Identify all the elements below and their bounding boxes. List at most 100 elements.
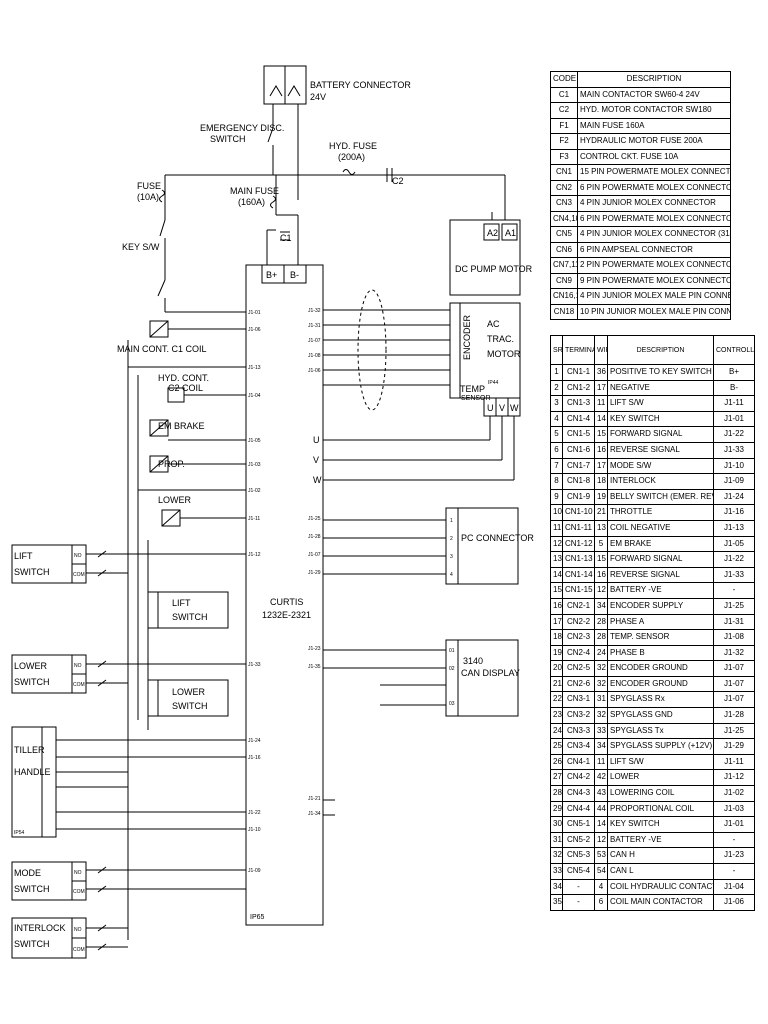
term-description-cell: SPYGLASS GND — [607, 707, 714, 724]
controller-pin-label: J1-34 — [308, 811, 321, 817]
pc-connector-box — [457, 507, 519, 585]
controller-ip-rating: IP65 — [250, 914, 265, 921]
wire-no-cell: 11 — [594, 395, 608, 412]
term-description-cell: CAN H — [607, 847, 714, 864]
b-plus-label: B+ — [266, 270, 277, 280]
term-description-cell: REVERSE SIGNAL — [607, 566, 714, 584]
term-description-cell: FORWARD SIGNAL — [607, 551, 714, 568]
termination-cell: CN5-2 — [562, 831, 595, 849]
sr-no-cell: 11 — [550, 519, 563, 537]
controller-pin-label: J1-22 — [248, 810, 261, 816]
wire-no-cell: 5 — [594, 535, 608, 553]
mode-com-label: COM — [73, 889, 85, 895]
wire-no-cell: 12 — [594, 582, 608, 599]
controller-pin-label: J1-29 — [308, 570, 321, 576]
controller-pin-label: J1-06 — [308, 368, 321, 374]
interlock-no-label: NO — [74, 927, 82, 933]
termination-cell: CN5-3 — [562, 847, 595, 864]
termination-cell: CN2-1 — [562, 597, 595, 615]
emergency-disc-label-2: SWITCH — [210, 134, 246, 144]
description-cell: 6 PIN AMPSEAL CONNECTOR — [577, 241, 731, 258]
lower-coil-label: LOWER — [158, 495, 192, 505]
key-switch-label: KEY S/W — [122, 242, 160, 252]
lower-switch-label-2: SWITCH — [14, 677, 50, 687]
sr-no-cell: 21 — [550, 675, 563, 693]
controller-pin-cell: J1-25 — [713, 597, 755, 615]
termination-cell: CN3-2 — [562, 707, 595, 724]
code-cell: CN4,10 — [550, 210, 578, 227]
b-minus-label: B- — [290, 270, 299, 280]
wire-no-cell: 34 — [594, 738, 608, 755]
controller-pin-label: J1-05 — [248, 438, 261, 444]
termination-cell: CN2-2 — [562, 613, 595, 631]
sr-no-cell: 35 — [550, 894, 563, 911]
termination-cell: CN1-3 — [562, 395, 595, 412]
termination-cell: CN2-3 — [562, 629, 595, 646]
tiller-ip-rating: IP54 — [14, 830, 25, 836]
termination-cell: CN1-2 — [562, 379, 595, 397]
wire-no-cell: 13 — [594, 519, 608, 537]
sr-no-cell: 1 — [550, 364, 563, 381]
sr-no-cell: 4 — [550, 410, 563, 428]
tiller-label-1: TILLER — [14, 745, 45, 755]
description-cell: 15 PIN POWERMATE MOLEX CONNECTOR — [577, 164, 731, 181]
sr-no-cell: 2 — [550, 379, 563, 397]
term-description-cell: POSITIVE TO KEY SWITCH — [607, 364, 714, 381]
term-description-cell: EM BRAKE — [607, 535, 714, 553]
wire-no-header: WIRE NO. — [594, 335, 608, 365]
term-description-cell: BELLY SWITCH (EMER. REV) — [607, 488, 714, 506]
controller-pin-cell: J1-16 — [713, 504, 755, 521]
wire-no-cell: 19 — [594, 488, 608, 506]
controller-pin-label: J1-35 — [308, 664, 321, 670]
controller-pin-label: J1-12 — [248, 552, 261, 558]
controller-pin-label: J1-33 — [248, 662, 261, 668]
sensor-label: SENSOR — [461, 395, 491, 402]
hyd-cont-label-1: HYD. CONT. — [158, 373, 209, 383]
wire-no-cell: 31 — [594, 691, 608, 709]
c1-label: C1 — [280, 233, 292, 243]
lift-switch2-label-1: LIFT — [172, 598, 191, 608]
sr-no-cell: 19 — [550, 644, 563, 662]
termination-table: SR. NO. TERMINATION NO. WIRE NO. DESCRIP… — [550, 335, 755, 911]
termination-cell: - — [562, 878, 595, 896]
description-cell: HYD. MOTOR CONTACTOR SW180 — [577, 102, 731, 119]
termination-cell: CN4-1 — [562, 753, 595, 771]
dc-pump-motor-box — [449, 219, 521, 296]
term-description-cell: SPYGLASS Rx — [607, 691, 714, 709]
termination-cell: CN4-3 — [562, 785, 595, 802]
termination-cell: CN1-13 — [562, 551, 595, 568]
term-description-cell: CAN L — [607, 863, 714, 880]
controller-pin-label: J1-02 — [248, 488, 261, 494]
code-cell: CN16,17 — [550, 288, 578, 305]
controller-u-label: U — [313, 435, 320, 445]
wire-no-cell: 16 — [594, 566, 608, 584]
controller-pin-cell: J1-04 — [713, 878, 755, 896]
controller-pin-label: J1-11 — [248, 516, 260, 522]
termination-cell: CN1-6 — [562, 441, 595, 459]
sr-no-cell: 7 — [550, 457, 563, 475]
sr-no-cell: 34 — [550, 878, 563, 896]
curtis-controller-box — [245, 264, 324, 926]
sr-no-cell: 26 — [550, 753, 563, 771]
sr-no-cell: 9 — [550, 488, 563, 506]
curtis-label-1: CURTIS — [270, 597, 303, 607]
controller-pin-cell: J1-25 — [713, 722, 755, 740]
wire-no-cell: 33 — [594, 722, 608, 740]
lift-com-label: COM — [73, 572, 85, 578]
a1-label: A1 — [505, 228, 516, 238]
ac-trac-label-2: TRAC. — [487, 334, 514, 344]
controller-pin-label: J1-07 — [308, 338, 321, 344]
code-cell: CN18 — [550, 303, 578, 320]
mode-switch-label-2: SWITCH — [14, 884, 50, 894]
